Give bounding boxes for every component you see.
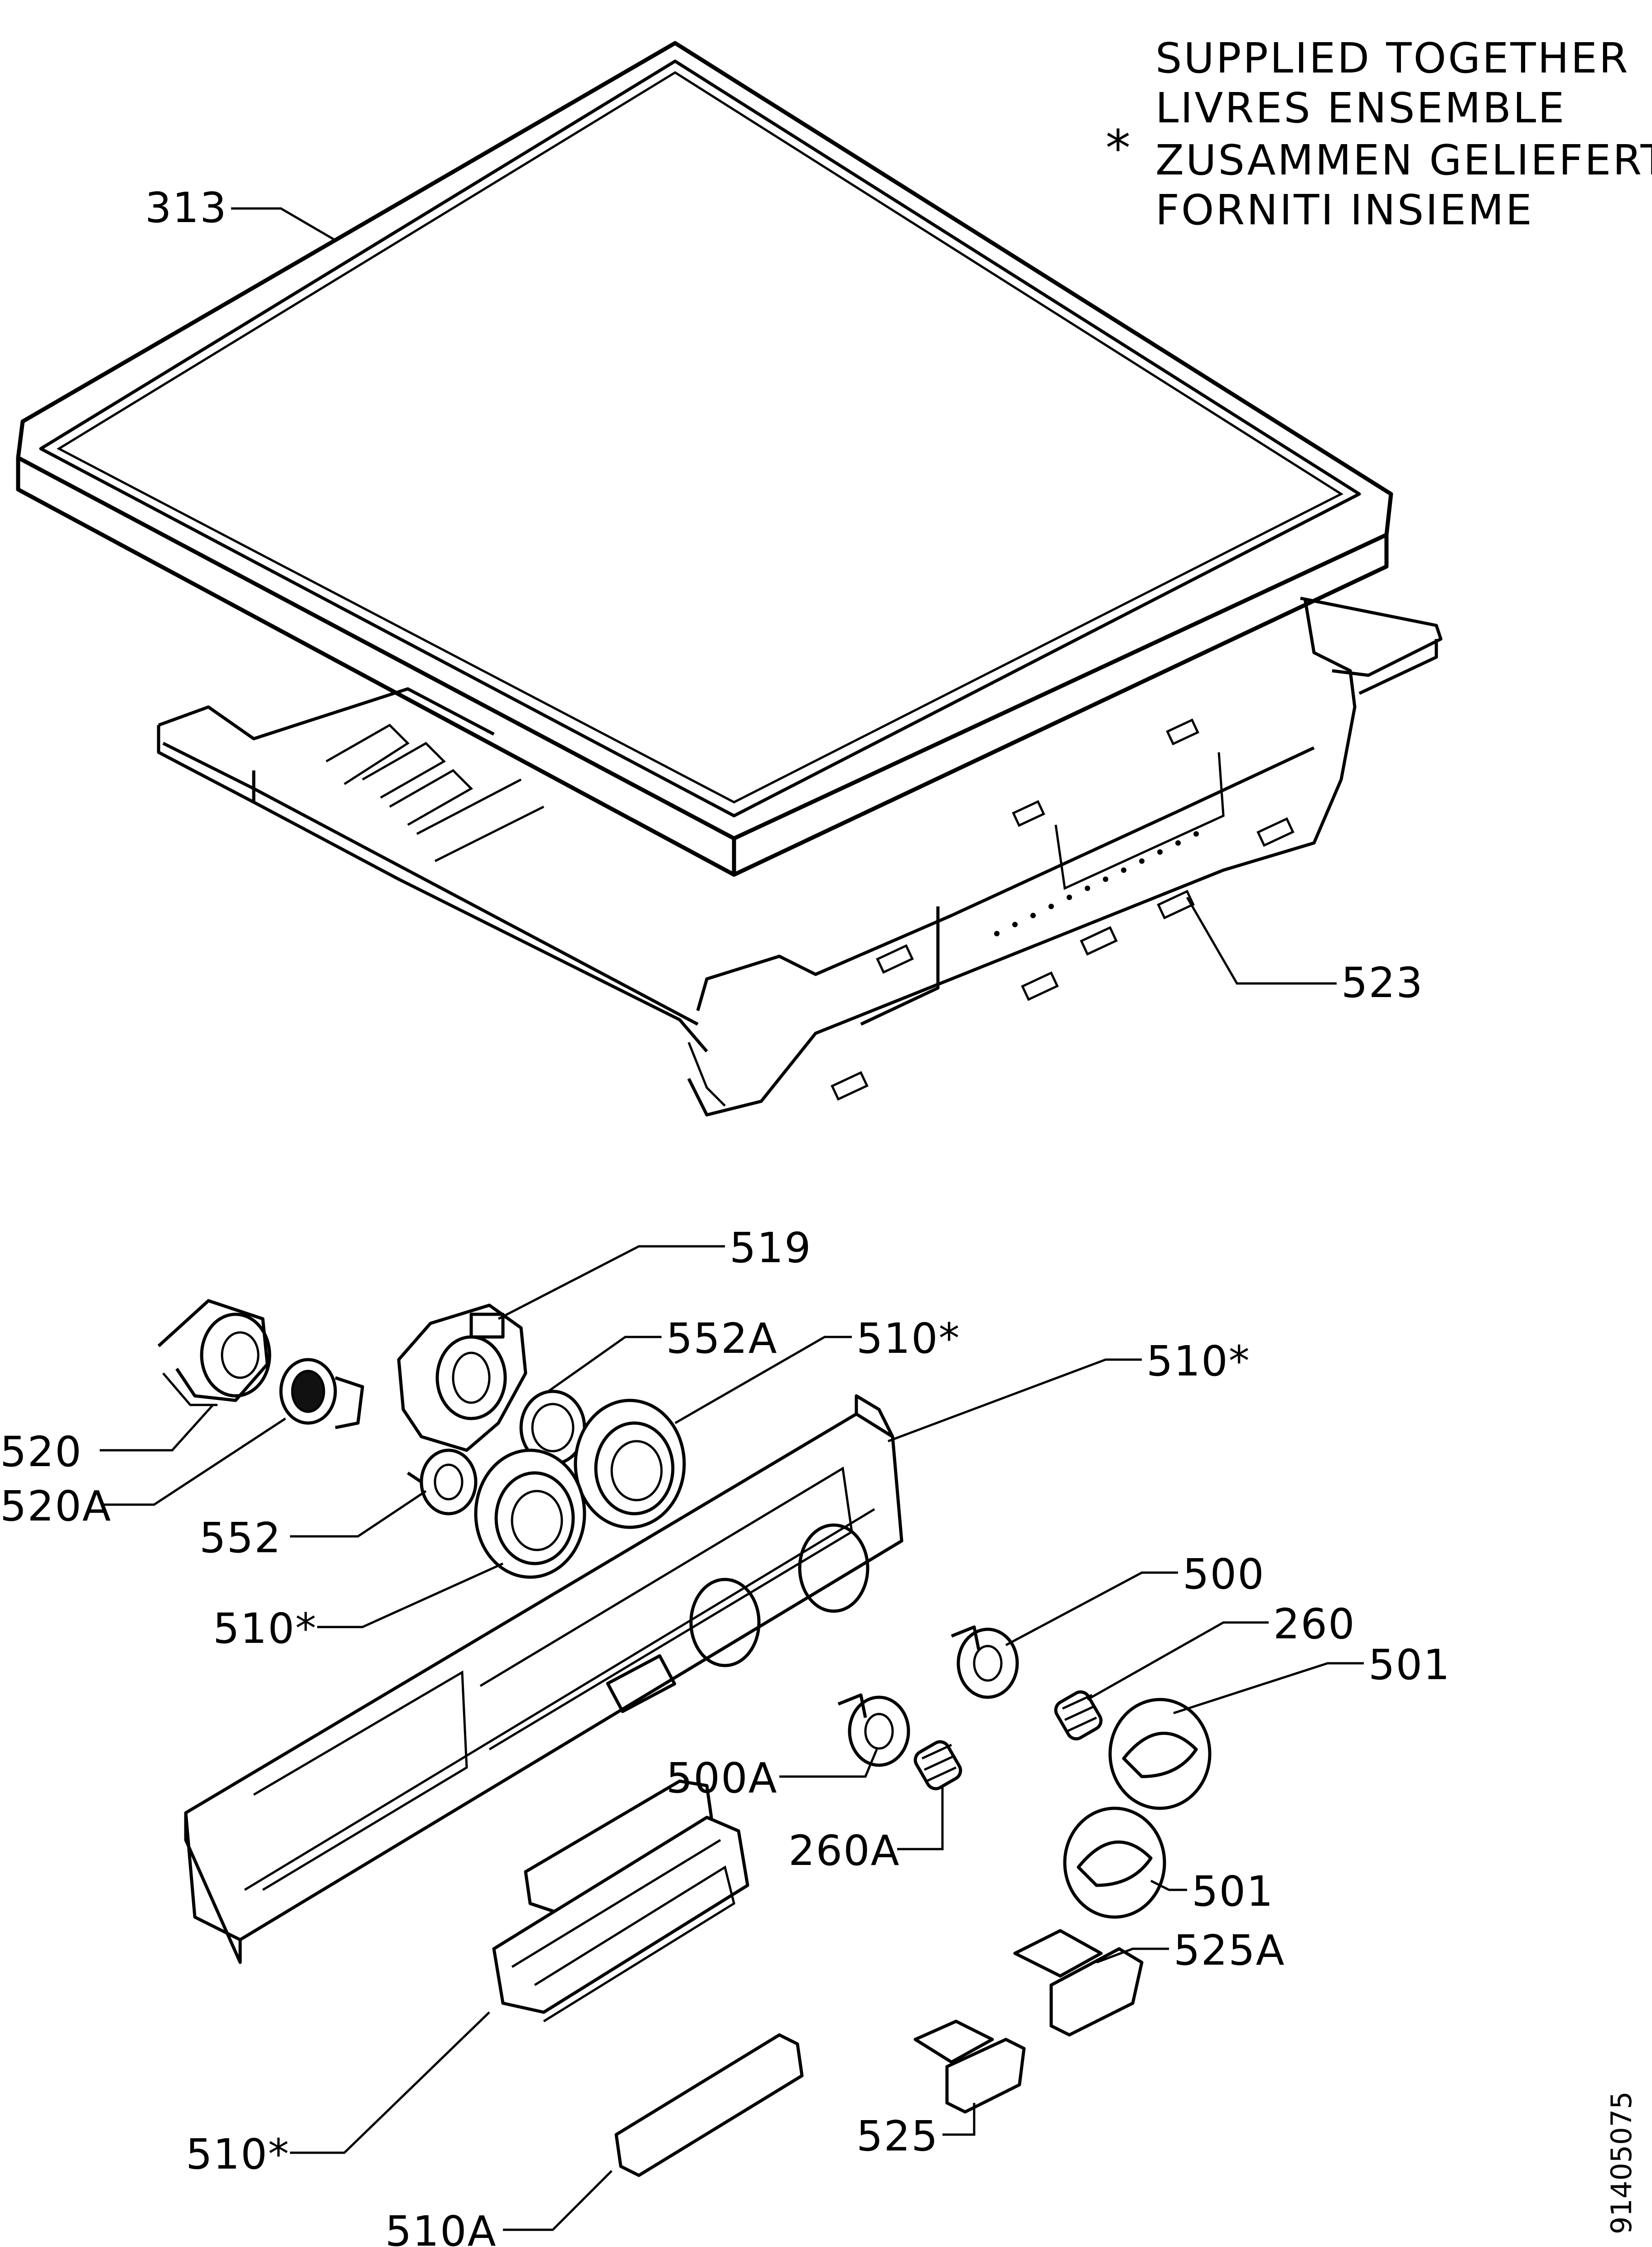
label-519: 519 [729, 1224, 812, 1272]
legend-line-fr: LIVRES ENSEMBLE [1155, 84, 1566, 132]
label-510A: 510A [385, 2207, 497, 2247]
label-523: 523 [1341, 959, 1424, 1007]
label-552: 552 [199, 1514, 282, 1562]
label-260: 260 [1273, 1600, 1356, 1648]
label-552A: 552A [666, 1314, 778, 1363]
label-510-knob-left: 510* [213, 1604, 317, 1653]
part-519-selector [397, 1303, 527, 1452]
label-525: 525 [856, 2112, 939, 2160]
part-510A-label-strip [614, 2033, 804, 2177]
part-260-spring [1054, 1690, 1103, 1741]
part-525A-button [1013, 1929, 1144, 2037]
label-510-fascia: 510* [1146, 1337, 1251, 1385]
label-525A: 525A [1174, 1926, 1285, 1975]
label-501-lower: 501 [1192, 1867, 1274, 1916]
label-500: 500 [1183, 1550, 1265, 1598]
part-500A-cam [837, 1693, 910, 1767]
part-510-fascia [184, 1394, 903, 1964]
part-510-knob-lower [474, 1448, 586, 1579]
part-520-clip [157, 1299, 271, 1406]
part-260A-spring [913, 1740, 962, 1791]
label-510-knob-right: 510* [856, 1314, 961, 1363]
part-523-frame [157, 596, 1443, 1117]
label-500A: 500A [666, 1754, 778, 1802]
part-520A-gear [279, 1358, 364, 1429]
legend-line-en: SUPPLIED TOGETHER [1155, 34, 1630, 82]
part-525-button [913, 2019, 1026, 2114]
label-313: 313 [145, 184, 227, 232]
legend-line-de: ZUSAMMEN GELIEFERT [1155, 136, 1652, 184]
part-510-drawer-front [492, 1779, 749, 2023]
drawing-code: 91405075 [1605, 2091, 1638, 2234]
part-313-top-lid [16, 41, 1393, 877]
label-520: 520 [0, 1428, 82, 1476]
label-260A: 260A [788, 1826, 900, 1875]
part-501-knob-upper [1108, 1698, 1212, 1810]
label-501-upper: 501 [1368, 1641, 1451, 1689]
part-501-knob-lower [1063, 1806, 1166, 1919]
part-labels: 313 523 519 552A 510* 510* 520 520A 552 … [0, 184, 1451, 2247]
label-520A: 520A [0, 1482, 112, 1530]
part-552-shaft [407, 1448, 478, 1516]
legend: SUPPLIED TOGETHER LIVRES ENSEMBLE * ZUSA… [1106, 34, 1652, 234]
label-510-drawer: 510* [186, 2130, 290, 2179]
part-510-knob-upper [574, 1399, 686, 1529]
leader-lines [100, 207, 1364, 2231]
legend-line-it: FORNITI INSIEME [1155, 186, 1534, 234]
part-500-cam [951, 1625, 1019, 1699]
legend-asterisk: * [1106, 119, 1130, 177]
